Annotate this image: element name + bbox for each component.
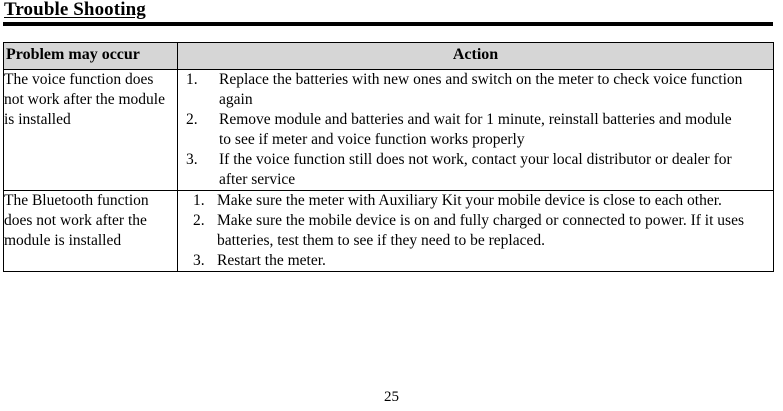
table-header-row: Problem may occur Action	[3, 42, 774, 70]
action-step-list: 1. Make sure the meter with Auxiliary Ki…	[178, 191, 773, 271]
title-divider-rule	[3, 22, 773, 26]
troubleshooting-table: Problem may occur Action The voice funct…	[3, 42, 774, 272]
step-number: 1.	[186, 71, 198, 88]
step-number: 2.	[186, 111, 198, 128]
page-number: 25	[384, 389, 399, 405]
action-step-list: 1. Replace the batteries with new ones a…	[178, 70, 773, 190]
step-number: 2.	[193, 212, 205, 229]
step-text: Restart the meter.	[217, 252, 326, 269]
problem-cell: The Bluetooth function does not work aft…	[3, 190, 178, 272]
table-row: The voice function does not work after t…	[3, 69, 774, 191]
page-title: Trouble Shooting	[4, 0, 146, 20]
step-number: 3.	[193, 252, 205, 269]
step-text: If the voice function still does not wor…	[219, 151, 732, 188]
action-step: 1. Make sure the meter with Auxiliary Ki…	[178, 191, 773, 211]
step-text: Make sure the meter with Auxiliary Kit y…	[217, 192, 722, 209]
action-cell: 1. Replace the batteries with new ones a…	[177, 69, 774, 191]
action-step: 2. Remove module and batteries and wait …	[178, 110, 773, 150]
action-step: 1. Replace the batteries with new ones a…	[178, 70, 773, 110]
step-text: Make sure the mobile device is on and fu…	[217, 212, 744, 249]
step-text: Remove module and batteries and wait for…	[219, 111, 732, 148]
step-number: 1.	[193, 192, 205, 209]
column-header-action: Action	[177, 42, 774, 70]
table-row: The Bluetooth function does not work aft…	[3, 190, 774, 272]
action-step: 2. Make sure the mobile device is on and…	[178, 211, 773, 251]
action-step: 3. Restart the meter.	[178, 251, 773, 271]
step-text: Replace the batteries with new ones and …	[219, 71, 743, 108]
action-cell: 1. Make sure the meter with Auxiliary Ki…	[177, 190, 774, 272]
problem-cell: The voice function does not work after t…	[3, 69, 178, 191]
step-number: 3.	[186, 151, 198, 168]
problem-text: The voice function does not work after t…	[4, 71, 165, 128]
action-step: 3. If the voice function still does not …	[178, 150, 773, 190]
column-header-problem: Problem may occur	[3, 42, 178, 70]
problem-text: The Bluetooth function does not work aft…	[4, 192, 149, 249]
